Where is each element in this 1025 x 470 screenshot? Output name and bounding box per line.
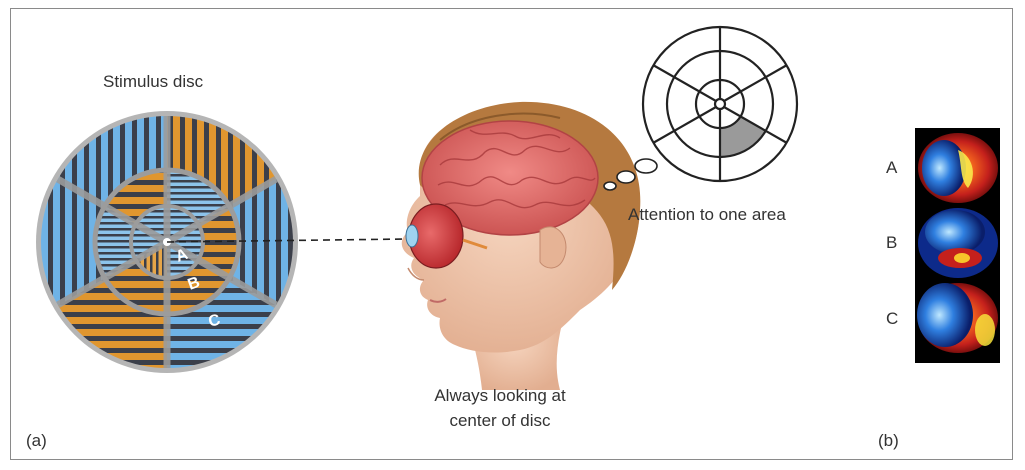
- stimulus-disc-title: Stimulus disc: [103, 72, 203, 92]
- scan-label-c: C: [886, 309, 898, 329]
- scan-label-b: B: [886, 233, 897, 253]
- brain-scan-strip: [915, 128, 1000, 363]
- looking-caption-line2: center of disc: [400, 411, 600, 431]
- looking-caption-line1: Always looking at: [400, 386, 600, 406]
- panel-a-label: (a): [26, 431, 47, 451]
- head-illustration: [402, 102, 641, 390]
- scan-label-a: A: [886, 158, 897, 178]
- scan-a: [918, 133, 998, 203]
- attention-disc: [643, 27, 797, 181]
- panel-b-label: (b): [878, 431, 899, 451]
- scan-b: [918, 208, 998, 278]
- attention-caption: Attention to one area: [628, 205, 786, 225]
